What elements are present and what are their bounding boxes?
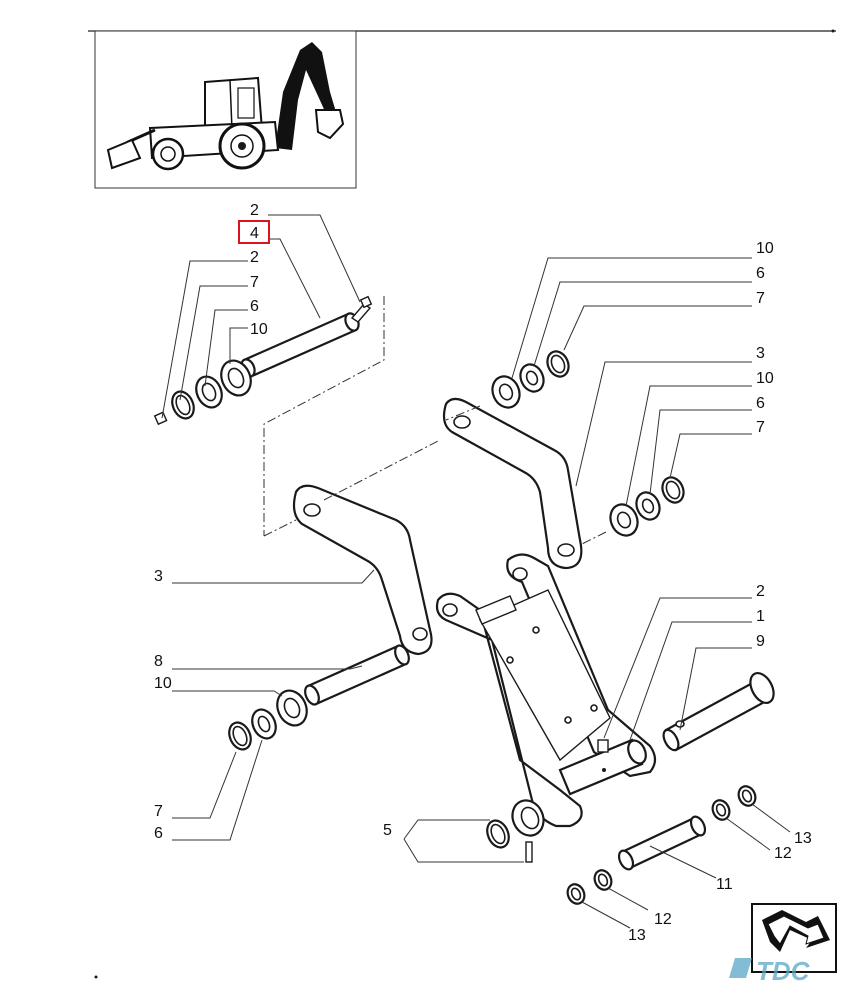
callout-4-highlighted: 4 — [250, 225, 259, 242]
pin-8-assembly — [228, 644, 410, 751]
pin-11-assembly — [566, 785, 757, 905]
callout-3-left: 3 — [154, 568, 163, 585]
left-link-arm — [263, 439, 441, 656]
callout-10-left-lower: 10 — [154, 675, 172, 692]
callout-12-bottom-right: 12 — [774, 845, 792, 862]
callout-6-left-lower: 6 — [154, 825, 163, 842]
page-dot — [94, 975, 98, 979]
machine-thumbnail — [94, 30, 357, 189]
callout-10-right-upper: 10 — [756, 240, 774, 257]
callout-labels: 2 4 2 7 6 10 10 6 7 3 10 6 7 3 8 10 7 6 … — [154, 202, 812, 944]
callout-11-bottom: 11 — [716, 876, 733, 893]
callout-10-right-lower: 10 — [756, 370, 774, 387]
pin-9 — [662, 672, 775, 752]
bottom-bush-and-pin — [486, 799, 545, 863]
leader-lines — [161, 214, 791, 929]
upper-right-link-arm — [442, 350, 685, 570]
callout-2-left: 2 — [250, 249, 259, 266]
watermark-logo: TDC — [729, 956, 811, 986]
callout-7-left: 7 — [250, 274, 259, 291]
callout-7-left-lower: 7 — [154, 803, 163, 820]
callout-10-left: 10 — [250, 321, 268, 338]
corner-mark — [831, 29, 835, 33]
callout-5-bottom: 5 — [383, 822, 392, 839]
callout-2-mid: 2 — [756, 583, 765, 600]
next-page-arrow-icon[interactable] — [751, 903, 837, 973]
callout-9-mid: 9 — [756, 633, 765, 650]
callout-1-mid: 1 — [756, 608, 765, 625]
callout-2-top: 2 — [250, 202, 259, 219]
main-frame — [435, 553, 657, 828]
callout-6-right-upper: 6 — [756, 265, 765, 282]
callout-7-right-upper: 7 — [756, 290, 765, 307]
callout-13-bottom-right: 13 — [794, 830, 812, 847]
upper-pin-assembly — [153, 295, 385, 536]
callout-3-right: 3 — [756, 345, 765, 362]
callout-12-bottom-left: 12 — [654, 911, 672, 928]
callout-7-right-lower: 7 — [756, 419, 765, 436]
callout-6-left: 6 — [250, 298, 259, 315]
callout-8-left: 8 — [154, 653, 163, 670]
callout-6-right-lower: 6 — [756, 395, 765, 412]
highlight-box — [238, 220, 270, 244]
watermark-text: TDC — [756, 956, 811, 986]
callout-13-bottom-left: 13 — [628, 927, 646, 944]
